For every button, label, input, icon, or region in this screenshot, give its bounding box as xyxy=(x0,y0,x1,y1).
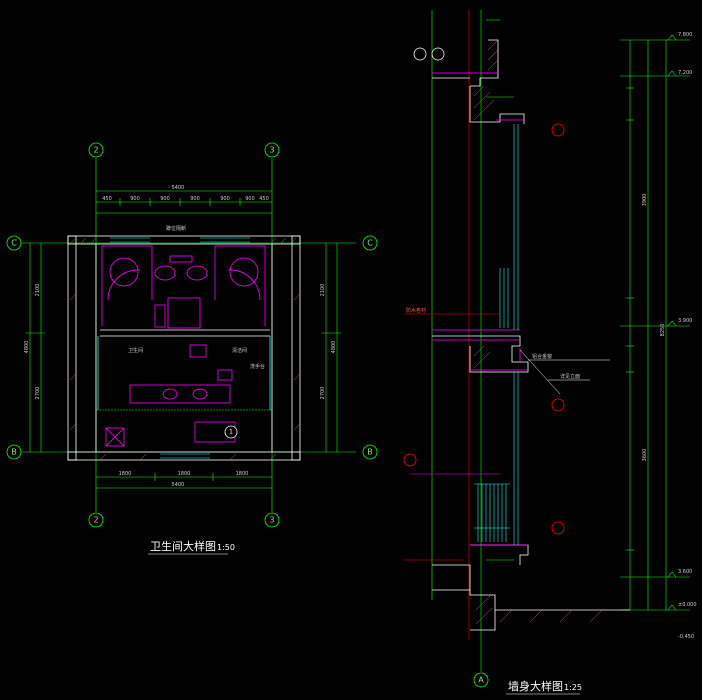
section-note-2: 铝合金窗 xyxy=(532,353,552,360)
plan-label-small: 清洁间 xyxy=(232,347,247,354)
plan-grid-bubble-bottom-left: 2 xyxy=(93,516,98,525)
plan-dim-right-upper: 2100 xyxy=(320,284,326,297)
plan-dim-top-seg-2: 900 xyxy=(130,196,140,202)
section-elev-3: 3.900 xyxy=(678,318,692,324)
section-dim-total: 8250 xyxy=(660,324,666,337)
plan-dim-top-seg-7: 450 xyxy=(259,196,269,202)
plan-dim-top-seg-4: 900 xyxy=(190,196,200,202)
section-glazing xyxy=(474,124,519,545)
section-elev-1: 7.800 xyxy=(678,32,692,38)
plan-title: 卫生间大样图1:50 xyxy=(150,539,235,553)
plan-dim-top-seg-5: 900 xyxy=(220,196,230,202)
plan-dim-left-lower: 2700 xyxy=(35,387,41,400)
plan-grid-bubbles xyxy=(6,142,378,528)
section-grid-bubble-a: A xyxy=(478,676,484,685)
section-leaders xyxy=(404,313,610,561)
section-elev-6: -0.450 xyxy=(678,634,694,640)
section-note-3: 详见立面 xyxy=(560,373,580,380)
plan-grid-bubble-top-right: 3 xyxy=(269,146,274,155)
section-slabs xyxy=(432,72,528,546)
plan-dim-top-total: 5400 xyxy=(172,185,185,191)
plan-grid-bubble-right-top: C xyxy=(367,239,373,248)
bathroom-plan: 2 3 2 3 C B C B 1 5400 5400 1800 1800 18… xyxy=(6,142,378,555)
section-elevation-marks xyxy=(667,34,677,611)
section-elev-2: 7.200 xyxy=(678,70,692,76)
plan-grid-bubble-left-bottom: B xyxy=(11,448,17,457)
plan-label-room: 卫生间 xyxy=(128,347,143,354)
plan-dim-left-upper: 2100 xyxy=(35,284,41,297)
plan-section-mark: 1 xyxy=(229,429,233,436)
plan-grid-bubble-right-bottom: B xyxy=(367,448,373,457)
section-bubbles xyxy=(403,47,565,688)
plan-wall-hatch xyxy=(69,237,301,461)
section-elev-5: ±0.000 xyxy=(678,602,697,608)
plan-label-shower: 洗手台 xyxy=(250,363,265,370)
section-note-1: 防水卷材 xyxy=(406,307,426,314)
plan-dim-bottom-seg-3: 1800 xyxy=(236,471,249,477)
plan-grid-bubble-top-left: 2 xyxy=(93,146,98,155)
plan-dim-left-total: 4800 xyxy=(24,341,30,354)
section-dim-lower: 3600 xyxy=(642,449,648,462)
section-dim-lines xyxy=(486,19,690,611)
plan-label-top: 蹲位隔断 xyxy=(166,225,186,232)
plan-windows xyxy=(110,237,250,459)
plan-dim-right-lower: 2700 xyxy=(320,387,326,400)
section-title: 墙身大样图1:25 xyxy=(508,679,582,693)
plan-dim-top-seg-1: 450 xyxy=(102,196,112,202)
plan-grid-bubble-left-top: C xyxy=(11,239,17,248)
plan-dim-bottom-seg-1: 1800 xyxy=(119,471,132,477)
section-elev-4: 3.600 xyxy=(678,569,692,575)
plan-dim-bottom-seg-2: 1800 xyxy=(178,471,191,477)
section-dim-upper: 3900 xyxy=(642,194,648,207)
section-hatch xyxy=(473,39,603,625)
plan-fixtures xyxy=(97,245,271,447)
plan-dim-top-seg-3: 900 xyxy=(160,196,170,202)
plan-dim-top-seg-6: 900 xyxy=(245,196,255,202)
plan-walls xyxy=(67,235,301,461)
section-structure xyxy=(432,39,630,631)
plan-grid-lines xyxy=(18,158,356,512)
plan-dim-right-total: 4800 xyxy=(331,341,337,354)
wall-section: A 防水卷材 铝合金窗 详见立面 7.800 7.200 3.900 3.600… xyxy=(403,10,697,695)
plan-dim-bottom-total: 5400 xyxy=(172,482,185,488)
plan-grid-bubble-bottom-right: 3 xyxy=(269,516,274,525)
